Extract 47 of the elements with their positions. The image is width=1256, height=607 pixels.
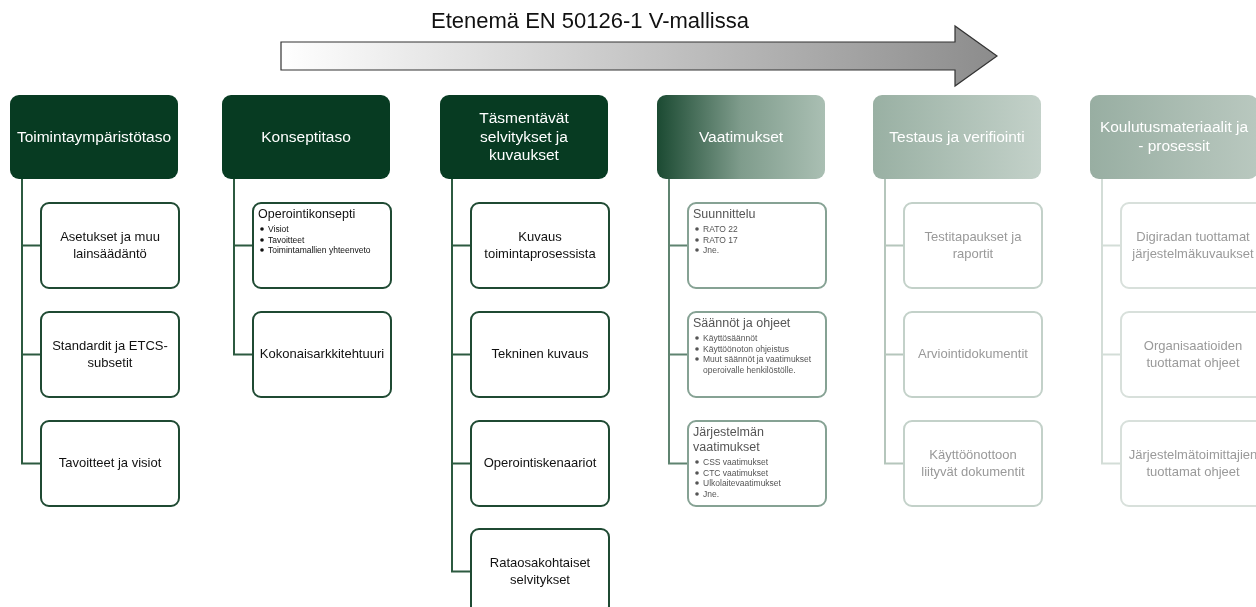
- box-heading: Järjestelmän vaatimukset: [693, 425, 765, 455]
- diagram-title: Etenemä EN 50126-1 V-mallissa: [430, 8, 750, 34]
- bullet-item: Jne.: [703, 488, 720, 499]
- bullet-item: RATO 17: [703, 234, 738, 245]
- document-box: Tavoitteet ja visiot: [40, 420, 180, 507]
- document-box: Asetukset ja muu lainsäädäntö: [40, 202, 180, 289]
- document-box: [252, 202, 392, 289]
- document-box: Tekninen kuvaus: [470, 311, 610, 398]
- bullet-item: Muut säännöt ja vaatimukset operoivalle henkilöstölle.: [703, 354, 812, 375]
- bullet-item: RATO 22: [703, 224, 738, 234]
- bullet-item: Jne.: [703, 245, 720, 256]
- box-heading: Operointikonsepti: [258, 207, 357, 222]
- level-header: Konseptitaso: [222, 95, 390, 179]
- document-box: Arviointidokumentit: [903, 311, 1043, 398]
- level-header: Toimintaympäristötaso: [10, 95, 178, 179]
- connector-line: [668, 178, 688, 465]
- bullet-item: Ulkolaitevaatimukset: [703, 478, 781, 489]
- document-box: Testitapaukset ja raportit: [903, 202, 1043, 289]
- level-header: Vaatimukset: [657, 95, 825, 179]
- connector-line: [1101, 178, 1121, 465]
- bullet-item: Tavoitteet: [268, 234, 305, 245]
- document-box: [687, 202, 827, 289]
- document-box: Standardit ja ETCS-subsetit: [40, 311, 180, 398]
- document-box: Operointiskenaariot: [470, 420, 610, 507]
- document-box: Järjestelmätoimittajien tuottamat ohjeet: [1120, 420, 1256, 507]
- document-box: Rataosakohtaiset selvitykset: [470, 528, 610, 607]
- document-box: [687, 311, 827, 398]
- level-header: Testaus ja verifiointi: [873, 95, 1041, 179]
- document-box: Digiradan tuottamat järjestelmäkuvaukset: [1120, 202, 1256, 289]
- document-box: Kuvaus toimintaprosessista: [470, 202, 610, 289]
- connector-line: [233, 178, 253, 356]
- document-box: Käyttöönottoon liityvät dokumentit: [903, 420, 1043, 507]
- document-box: Kokonaisarkkitehtuuri: [252, 311, 392, 398]
- level-header: Täsmentävät selvitykset ja kuvaukset: [440, 95, 608, 179]
- connector-line: [21, 178, 41, 465]
- bullet-item: Käyttöönoton ohjeistus: [703, 343, 789, 354]
- connector-line: [884, 178, 904, 465]
- level-header: Koulutusmateriaalit ja - prosessit: [1090, 95, 1256, 179]
- bullet-item: CTC vaatimukset: [703, 467, 769, 478]
- bullet-item: Toimintamallien yhteenveto: [268, 245, 371, 256]
- document-box: [687, 420, 827, 507]
- box-heading: Säännöt ja ohjeet: [693, 316, 792, 331]
- bullet-item: CSS vaatimukset: [703, 457, 769, 467]
- document-box: Organisaatioiden tuottamat ohjeet: [1120, 311, 1256, 398]
- bullet-item: Käyttösäännöt: [703, 333, 758, 343]
- bullet-item: Visiot: [268, 224, 289, 234]
- box-heading: Suunnittelu: [693, 207, 757, 222]
